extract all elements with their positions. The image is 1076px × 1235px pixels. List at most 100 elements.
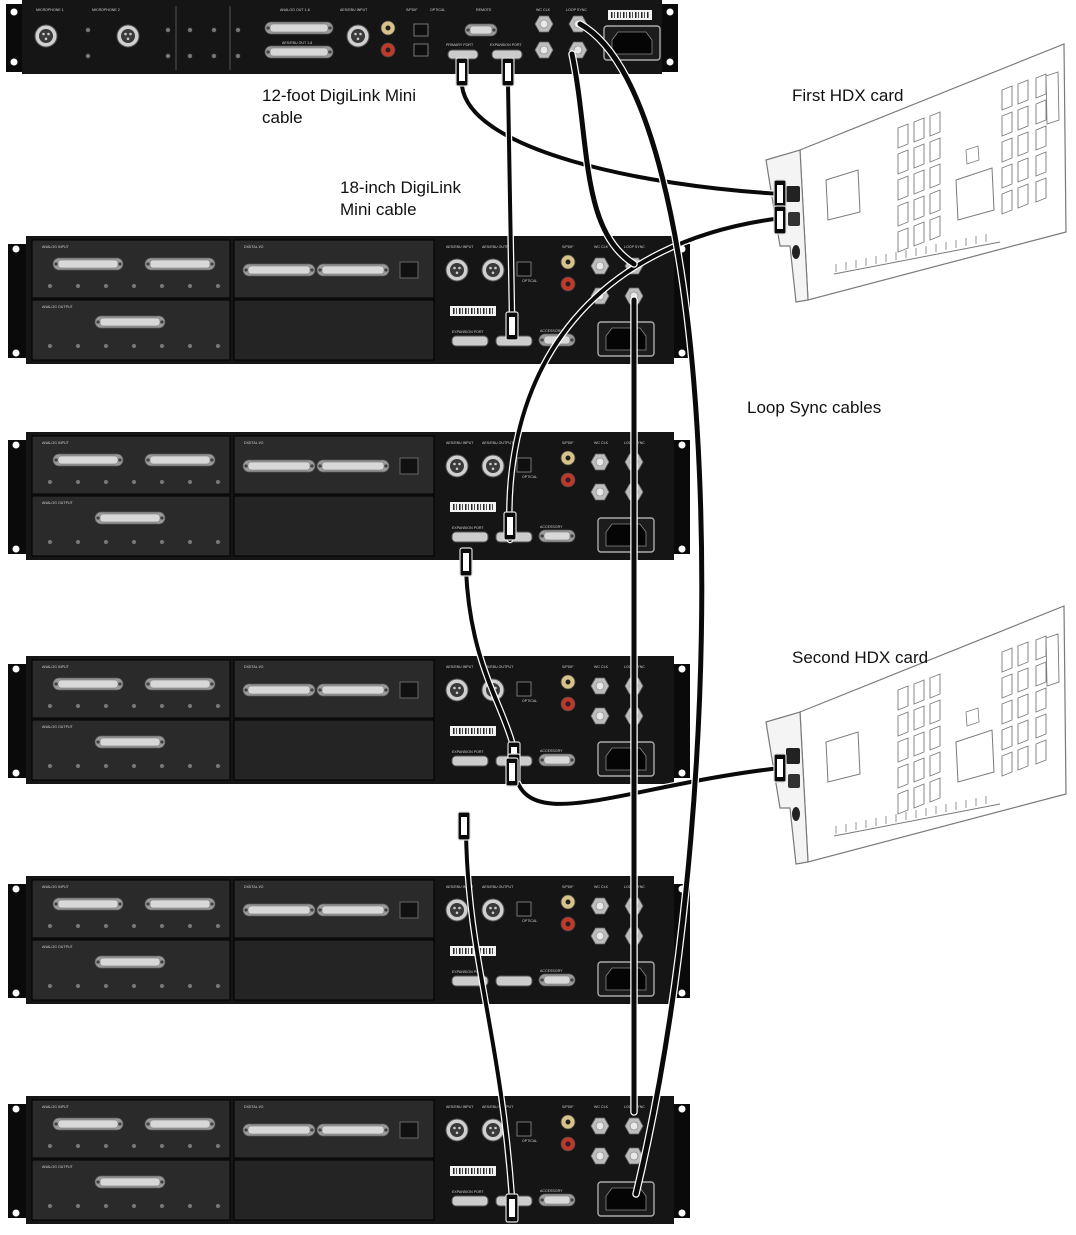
cable-18in-expansion <box>506 82 514 318</box>
card-memory-block <box>1035 739 1047 765</box>
screw <box>131 1143 137 1149</box>
blank-bay <box>233 719 435 781</box>
screw <box>103 479 109 485</box>
panel-text: OPTICAL <box>522 475 537 479</box>
card-chip <box>825 731 861 783</box>
card-memory-block <box>1001 137 1013 163</box>
card-memory-block <box>897 201 909 227</box>
optical-port <box>516 681 532 697</box>
panel-text: S/PDIF <box>562 245 574 249</box>
panel-text: S/PDIF <box>406 8 418 12</box>
screw <box>159 1203 165 1209</box>
screw <box>187 983 193 989</box>
screw <box>131 283 137 289</box>
card-memory-block <box>1035 125 1047 151</box>
panel-text: AES/EBU OUTPUT <box>482 1105 514 1109</box>
panel-text: ANALOG OUTPUT <box>42 501 74 505</box>
panel-text: ACCESSORY <box>540 525 563 529</box>
panel-text: DIGITAL I/O <box>244 665 264 669</box>
screw <box>47 343 53 349</box>
panel-text: WC CLK <box>594 441 609 445</box>
screw <box>131 539 137 545</box>
label-12ft-cable-line1: 12-foot DigiLink Mini <box>262 86 417 105</box>
cable-card2-link <box>512 764 782 806</box>
expansion-port <box>451 531 489 543</box>
screw <box>75 539 81 545</box>
panel-text: ACCESSORY <box>540 1189 563 1193</box>
card-memory-block <box>929 751 941 777</box>
card-memory-block <box>1035 687 1047 713</box>
card-memory-block <box>913 783 925 809</box>
optical-port-small <box>399 261 419 279</box>
optical-port-small <box>399 457 419 475</box>
card-memory-block <box>1017 641 1029 667</box>
screw <box>159 763 165 769</box>
panel-text: ANALOG INPUT <box>42 441 70 445</box>
optical-port-small <box>399 1121 419 1139</box>
card-memory-block <box>1001 647 1013 673</box>
card-memory-block <box>897 685 909 711</box>
screw <box>187 1203 193 1209</box>
screw <box>131 923 137 929</box>
card-memory-block <box>1035 635 1047 661</box>
panel-text: LOOP SYNC <box>566 8 587 12</box>
port-a <box>786 748 800 764</box>
card-memory-block <box>929 699 941 725</box>
loop-sync-cable-top <box>569 51 637 267</box>
card-memory-block <box>913 221 925 247</box>
card-memory-block <box>929 777 941 803</box>
panel-text: AES/EBU INPUT <box>446 1105 474 1109</box>
panel-text: ANALOG OUTPUT <box>42 725 74 729</box>
label-18in-cable-line1: 18-inch DigiLink <box>340 178 461 197</box>
analog-output-bay <box>31 719 231 781</box>
panel-text: EXPANSION PORT <box>452 750 484 754</box>
hdx-card-1 <box>765 43 1067 303</box>
panel-text: OPTICAL <box>522 919 537 923</box>
serial-label <box>450 306 496 316</box>
screw <box>131 343 137 349</box>
card-memory-block <box>1017 719 1029 745</box>
screw <box>75 703 81 709</box>
screw <box>75 479 81 485</box>
card-memory-block <box>1035 151 1047 177</box>
card-memory-block <box>1001 673 1013 699</box>
screw <box>215 763 221 769</box>
port-b <box>788 774 800 788</box>
screw <box>103 763 109 769</box>
hdx-card-2 <box>765 605 1067 865</box>
loop-sync-cable-long <box>577 21 705 1197</box>
card-memory-block <box>897 175 909 201</box>
optical-port <box>413 43 429 57</box>
panel-text: AES/EBU OUTPUT <box>482 885 514 889</box>
screw <box>187 53 193 59</box>
screw <box>159 703 165 709</box>
expansion-port <box>451 755 489 767</box>
panel-text: AES/EBU INPUT <box>340 8 368 12</box>
port-a <box>786 186 800 202</box>
screw <box>159 1143 165 1149</box>
optical-port <box>413 23 429 37</box>
card-dsp-chip <box>955 167 995 221</box>
card-memory-block <box>929 189 941 215</box>
screw <box>211 27 217 33</box>
panel-text: MICROPHONE 2 <box>92 8 120 12</box>
panel-text: OPTICAL <box>430 8 445 12</box>
screw <box>235 27 241 33</box>
optical-port <box>516 901 532 917</box>
screw <box>103 539 109 545</box>
card-memory-block <box>1035 73 1047 99</box>
expansion-port-2 <box>495 975 533 987</box>
card-memory-block <box>1035 99 1047 125</box>
card-memory-block <box>1001 85 1013 111</box>
screw <box>215 479 221 485</box>
screw <box>103 703 109 709</box>
blank-bay <box>233 939 435 1001</box>
card-memory-block <box>913 169 925 195</box>
panel-text: WC CLK <box>594 245 609 249</box>
screw <box>159 539 165 545</box>
screw <box>47 283 53 289</box>
panel-text: AES/EBU OUT 1-8 <box>282 41 312 45</box>
card-memory-block <box>913 705 925 731</box>
card-memory-block <box>913 757 925 783</box>
card-memory-block <box>1017 745 1029 771</box>
